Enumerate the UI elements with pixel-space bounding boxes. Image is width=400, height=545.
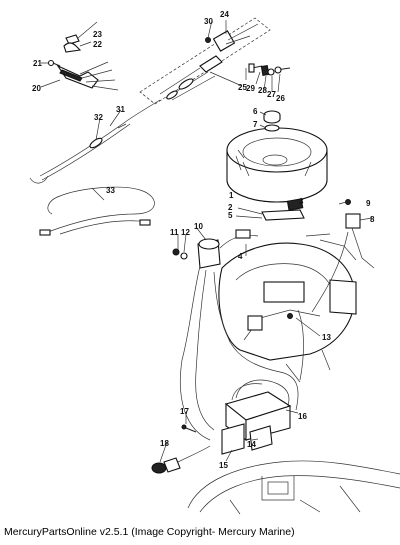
- callout-13: 13: [322, 333, 331, 342]
- callout-8: 8: [370, 215, 375, 224]
- mounting-bracket: [221, 423, 273, 455]
- screw-21: [47, 59, 61, 67]
- callout-33: 33: [106, 186, 115, 195]
- wiring-harness: [29, 99, 161, 184]
- callout-2: 2: [228, 203, 233, 212]
- exploded-parts-diagram: 1 2 3 4 5 6 7 8 9 10 11 12 13 14 15 16 1…: [29, 10, 400, 515]
- image-caption: MercuryPartsOnline v2.5.1 (Image Copyrig…: [4, 526, 295, 538]
- callout-27: 27: [267, 90, 276, 99]
- stop-switch: [345, 199, 375, 269]
- callout-4: 4: [238, 252, 243, 261]
- callout-11: 11: [170, 228, 179, 237]
- callout-25: 25: [238, 83, 247, 92]
- wire-routing: [179, 231, 349, 441]
- callout-3: 3: [299, 197, 304, 206]
- callout-21: 21: [33, 59, 42, 68]
- stator-bracket: [261, 198, 305, 221]
- callout-20: 20: [32, 84, 41, 93]
- connector-plug: [151, 445, 211, 474]
- engine-block: [218, 233, 357, 383]
- lower-housing: [187, 460, 400, 515]
- callout-12: 12: [181, 228, 190, 237]
- flywheel-nut: [263, 110, 281, 132]
- callout-30: 30: [204, 17, 213, 26]
- cable-assembly: [39, 186, 155, 236]
- screw-13: [287, 313, 293, 319]
- callout-1: 1: [229, 191, 234, 200]
- coil-bolt: [172, 248, 188, 260]
- callout-18: 18: [160, 439, 169, 448]
- screw-17: [181, 424, 197, 433]
- callout-10: 10: [194, 222, 203, 231]
- callout-32: 32: [94, 113, 103, 122]
- callout-24: 24: [220, 10, 229, 19]
- clip-part: [63, 42, 82, 53]
- callout-6: 6: [253, 107, 258, 116]
- leader-lines: [40, 19, 373, 463]
- callout-9: 9: [366, 199, 371, 208]
- callout-16: 16: [298, 412, 307, 421]
- flywheel: [226, 127, 328, 203]
- callout-labels: 1 2 3 4 5 6 7 8 9 10 11 12 13 14 15 16 1…: [32, 10, 375, 470]
- callout-22: 22: [93, 40, 102, 49]
- callout-28: 28: [258, 86, 267, 95]
- callout-23: 23: [93, 30, 102, 39]
- terminal-block: [56, 61, 119, 91]
- callout-5: 5: [228, 211, 233, 220]
- ignition-coil: [197, 229, 259, 269]
- callout-14: 14: [247, 440, 256, 449]
- callout-7: 7: [253, 120, 258, 129]
- callout-31: 31: [116, 105, 125, 114]
- rectifier-kit: [159, 23, 291, 101]
- callout-17: 17: [180, 407, 189, 416]
- callout-26: 26: [276, 94, 285, 103]
- callout-15: 15: [219, 461, 228, 470]
- callout-29: 29: [246, 84, 255, 93]
- clamp-part: [65, 34, 80, 45]
